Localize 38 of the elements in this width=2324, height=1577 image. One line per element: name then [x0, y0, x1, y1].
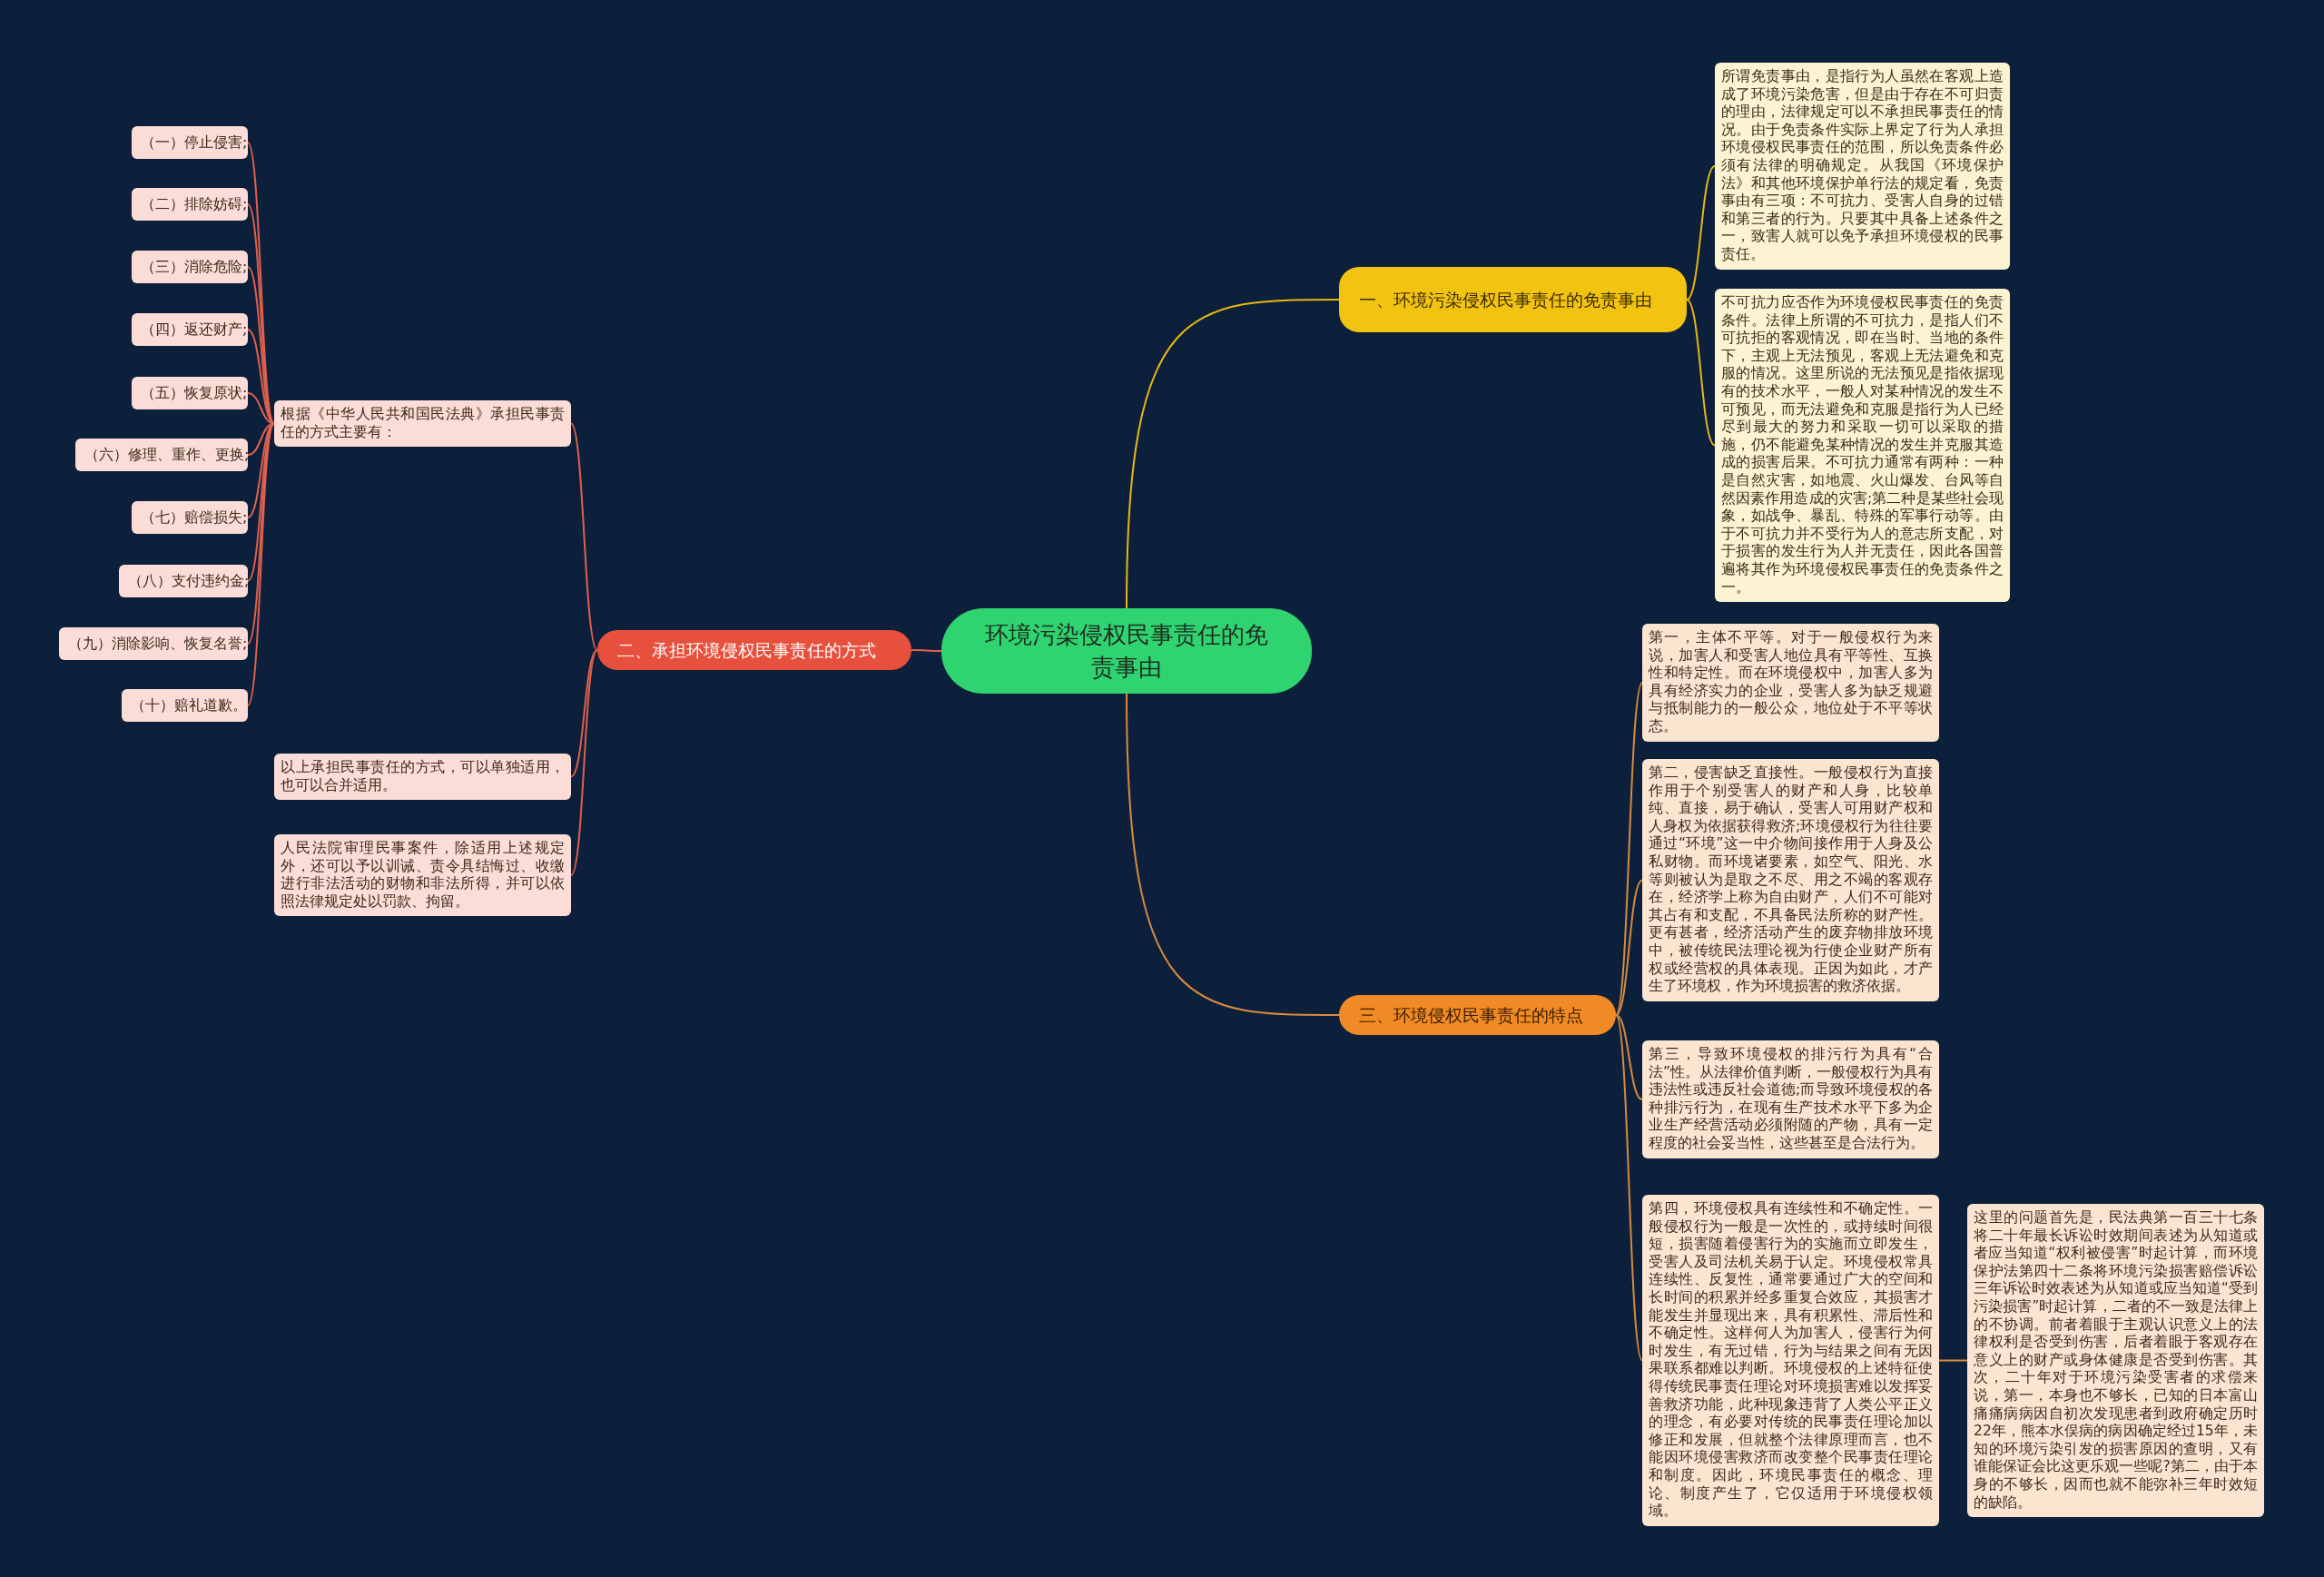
- branch-topic: 一、环境污染侵权民事责任的免责事由: [1339, 267, 1687, 332]
- text-card: 第二，侵害缺乏直接性。一般侵权行为直接作用于个别受害人的财产和人身，比较单纯、直接，易于确认，受害人可用财产权和人身权为依据获得救济;环境侵权行为往往要通过“环境”这一中介物间接作用于人身及公私财物。而环境诸要素，如空气、阳光、水等则被认为是取之不尽、用之不竭的客观存在，经济学上称为自由财产，人们不可能对其占有和支配，不具备民法所称的财产性。更有甚者，经济活动产生的废弃物排放环境中，被传统民法理论视为行使企业财产所有权或经营权的具体表现。正因为如此，才产生了环境权，作为环境损害的救济依据。: [1642, 759, 1939, 1001]
- text-card: 根据《中华人民共和国民法典》承担民事责任的方式主要有：: [274, 400, 571, 448]
- connector-line: [1126, 299, 1340, 609]
- text-card: 人民法院审理民事案件，除适用上述规定外，还可以予以训诫、责令具结悔过、收缴进行非法活动的财物和非法所得，并可以依照法律规定处以罚款、拘留。: [274, 834, 571, 917]
- connector-line: [1615, 1014, 1643, 1100]
- text-card: 以上承担民事责任的方式，可以单独适用，也可以合并适用。: [274, 754, 571, 801]
- connector-line: [1686, 165, 1716, 301]
- connector-line: [1686, 299, 1716, 447]
- list-item-box: （十）赔礼道歉。: [122, 689, 248, 722]
- connector-line: [1615, 682, 1643, 1016]
- list-item-box: （一）停止侵害;: [132, 126, 248, 159]
- connector-line: [570, 649, 598, 876]
- text-card: 第一，主体不平等。对于一般侵权行为来说，加害人和受害人地位具有平等性、互换性和特定性。而在环境侵权中，加害人多为具有经济实力的企业，受害人多为缺乏规避与抵制能力的一般公众，地位处于不平等状态。: [1642, 624, 1939, 742]
- list-item-box: （四）返还财产;: [132, 313, 248, 346]
- list-item-box: （三）消除危险;: [132, 251, 248, 283]
- connector-line: [1938, 1359, 1968, 1362]
- connector-line: [911, 649, 942, 652]
- list-item-box: （六）修理、重作、更换;: [75, 439, 248, 471]
- text-card: 这里的问题首先是，民法典第一百三十七条将二十年最长诉讼时效期间表述为从知道或者应当知道“权利被侵害”时起计算，而环境保护法第四十二条将环境污染损害赔偿诉讼三年诉讼时效表述为从知道或应当知道“受到污染损害”时起计算，二者的不一致是法律上的不协调。前者着眼于主观认识意义上的法律权利是否受到伤害，后者着眼于客观存在意义上的财产或身体健康是否受到伤害。其次，二十年对于环境污染受害者的求偿来说，第一，本身也不够长，已知的日本富山痛痛病病因自初次发现患者到政府确定历时22年，熊本水俣病的病因确定经过15年，未知的环境污染引发的损害原因的查明，又有谁能保证会比这更乐观一些呢?第二，由于本身的不够长，因而也就不能弥补三年时效短的缺陷。: [1967, 1204, 2264, 1518]
- list-item-box: （八）支付违约金;: [119, 565, 248, 597]
- list-item-box: （五）恢复原状;: [132, 377, 248, 409]
- text-card: 第四，环境侵权具有连续性和不确定性。一般侵权行为一般是一次性的，或持续时间很短，损害随着侵害行为的实施而立即发生，受害人及司法机关易于认定。环境侵权常具连续性、反复性，通常要通过广大的空间和长时间的积累并经多重复合效应，其损害才能发生并显现出来，具有积累性、滞后性和不确定性。这样何人为加害人，侵害行为何时发生，有无过错，行为与结果之间有无因果联系都难以判断。环境侵权的上述特征使得传统民事责任理论对环境损害难以发挥妥善救济功能，此种现象违背了人类公平正义的理念，有必要对传统的民事责任理论加以修正和发展，但就整个法律原理而言，也不能因环境侵害救济而改变整个民事责任理论和制度。因此，环境民事责任的概念、理论、制度产生了，它仅适用于环境侵权领域。: [1642, 1195, 1939, 1526]
- connector-line: [247, 422, 275, 706]
- list-item-box: （二）排除妨碍;: [132, 188, 248, 221]
- connector-line: [570, 422, 598, 651]
- connector-line: [1126, 693, 1340, 1016]
- list-item-box: （九）消除影响、恢复名誉;: [59, 627, 248, 660]
- branch-topic: 二、承担环境侵权民事责任的方式: [597, 630, 911, 670]
- text-card: 所谓免责事由，是指行为人虽然在客观上造成了环境污染危害，但是由于存在不可归责的理由，法律规定可以不承担民事责任的情况。由于免责条件实际上界定了行为人承担环境侵权民事责任的范围，所以免责条件必须有法律的明确规定。从我国《环境保护法》和其他环境保护单行法的规定看，免责事由有三项：不可抗力、受害人自身的过错和第三者的行为。只要其中具备上述条件之一，致害人就可以免予承担环境侵权的民事责任。: [1715, 63, 2010, 270]
- text-card: 第三，导致环境侵权的排污行为具有“合法”性。从法律价值判断，一般侵权行为具有违法性或违反社会道德;而导致环境侵权的各种排污行为，在现有生产技术水平下多为企业生产经营活动必须附随的产物，具有一定程度的社会妥当性，这些甚至是合法行为。: [1642, 1040, 1939, 1158]
- central-topic: 环境污染侵权民事责任的免责事由: [941, 608, 1312, 694]
- connector-line: [1615, 1014, 1643, 1362]
- connector-line: [1615, 879, 1643, 1016]
- list-item-box: （七）赔偿损失;: [132, 501, 248, 534]
- connector-line: [570, 649, 598, 778]
- text-card: 不可抗力应否作为环境侵权民事责任的免责条件。法律上所谓的不可抗力，是指人们不可抗拒的客观情况，即在当时、当地的条件下，主观上无法预见，客观上无法避免和克服的情况。这里所说的无法预见是指依据现有的技术水平，一般人对某种情况的发生不可预见，而无法避免和克服是指行为人已经尽到最大的努力和采取一切可以采取的措施，仍不能避免某种情况的发生并克服其造成的损害后果。不可抗力通常有两种：一种是自然灾害，如地震、火山爆发、台风等自然因素作用造成的灾害;第二种是某些社会现象，如战争、暴乱、特殊的军事行动等。由于不可抗力并不受行为人的意志所支配，对于损害的发生行为人并无责任，因此各国普遍将其作为环境侵权民事责任的免责条件之一。: [1715, 289, 2010, 603]
- branch-topic: 三、环境侵权民事责任的特点: [1339, 995, 1616, 1035]
